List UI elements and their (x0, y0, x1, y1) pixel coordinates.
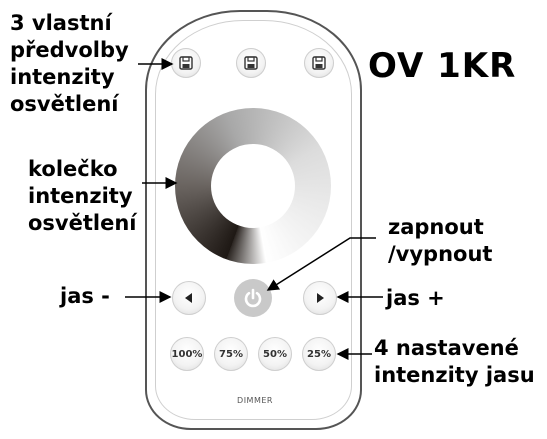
label-intensities: 4 nastavené intenzity jasu (374, 335, 535, 389)
intensity-100-button[interactable]: 100% (170, 337, 204, 371)
intensity-75-button[interactable]: 75% (214, 337, 248, 371)
remote-inner-outline (155, 20, 352, 420)
label-wheel-line-3: osvětlení (28, 211, 137, 235)
wheel-center (211, 144, 295, 228)
brightness-wheel[interactable] (175, 108, 331, 264)
label-jas-plus: jas + (386, 286, 445, 310)
preset-button-2[interactable] (236, 48, 266, 78)
power-icon (244, 288, 262, 308)
arrow-right-icon (317, 293, 324, 303)
label-presets-line-3: intenzity (10, 65, 115, 89)
label-presets: 3 vlastní předvolby intenzity osvětlení (10, 10, 129, 118)
floppy-disk-icon (312, 56, 326, 70)
label-wheel-line-1: kolečko (28, 157, 118, 181)
floppy-disk-icon (244, 56, 258, 70)
label-intensities-line-1: 4 nastavené (374, 336, 519, 360)
label-jas-minus: jas - (60, 284, 110, 308)
label-power: zapnout /vypnout (388, 214, 492, 268)
label-intensities-line-2: intenzity jasu (374, 363, 535, 387)
label-power-line-1: zapnout (388, 215, 484, 239)
label-wheel-line-2: intenzity (28, 184, 133, 208)
label-wheel: kolečko intenzity osvětlení (28, 156, 137, 237)
intensity-50-button[interactable]: 50% (258, 337, 292, 371)
leader-power (266, 237, 376, 291)
brightness-up-button[interactable] (303, 281, 337, 315)
preset-button-1[interactable] (171, 48, 201, 78)
label-presets-line-2: předvolby (10, 38, 129, 62)
power-button[interactable] (234, 279, 272, 317)
dimmer-brand-label: DIMMER (237, 396, 273, 405)
brightness-down-button[interactable] (172, 281, 206, 315)
label-presets-line-4: osvětlení (10, 92, 119, 116)
label-presets-line-1: 3 vlastní (10, 11, 112, 35)
intensity-25-button[interactable]: 25% (302, 337, 336, 371)
preset-button-3[interactable] (304, 48, 334, 78)
model-title: OV 1KR (368, 46, 517, 86)
arrow-left-icon (185, 293, 192, 303)
label-power-line-2: /vypnout (388, 242, 493, 266)
floppy-disk-icon (179, 56, 193, 70)
